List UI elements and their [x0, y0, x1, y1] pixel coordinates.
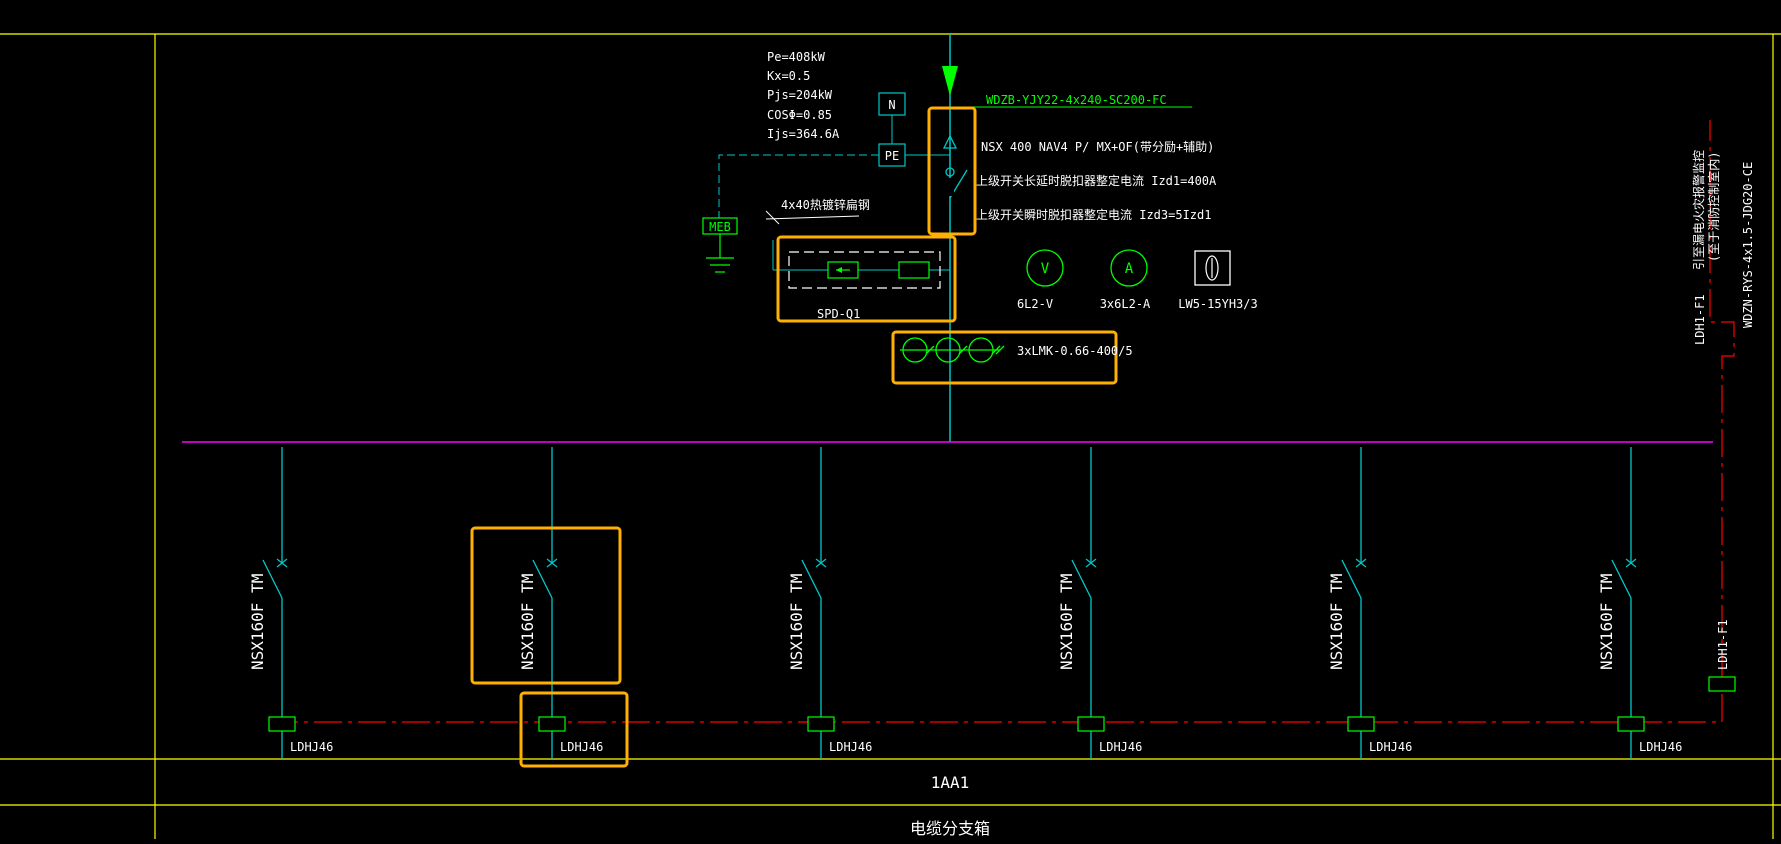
- ammeter-icon: [1110, 249, 1148, 287]
- panel-id: 1AA1: [931, 773, 970, 792]
- feeder-4-breaker-blade: [1071, 559, 1092, 599]
- main-breaker-highlight: [927, 106, 977, 236]
- spd-arrester-arrow: [836, 267, 842, 273]
- feeder-2-leakage-label: LDHJ46: [560, 740, 603, 754]
- monitor-device-label: LDH1-F1: [1693, 294, 1707, 345]
- ground-conductor-label: 4x40热镀锌扁钢: [781, 198, 870, 212]
- incoming-cable-label: WDZB-YJY22-4x240-SC200-FC: [986, 93, 1167, 107]
- feeder-1-breaker-label: NSX160F TM: [248, 574, 267, 670]
- monitor-module-icon: [1708, 676, 1736, 692]
- current-transformers: [900, 337, 1005, 363]
- load-parameters: Pe=408kW Kx=0.5 Pjs=204kW COSΦ=0.85 Ijs=…: [767, 50, 840, 141]
- param-cos: COSΦ=0.85: [767, 108, 832, 122]
- monitor-note-line2: (至于消防控制室内): [1706, 152, 1721, 262]
- voltmeter-icon: [1026, 249, 1064, 287]
- leakage-monitor-circuit: LDH1-F1 LDH1-F1 引至漏电火灾报警监控 (至于消防控制室内) WD…: [270, 120, 1755, 723]
- spd-label: SPD-Q1: [817, 307, 860, 321]
- feeder-3-leakage-ct-icon: [807, 716, 835, 732]
- feeder-6-breaker-blade: [1611, 559, 1632, 599]
- feeder-4-leakage-label: LDHJ46: [1099, 740, 1142, 754]
- param-kx: Kx=0.5: [767, 69, 810, 83]
- feeder-6-leakage-label: LDHJ46: [1639, 740, 1682, 754]
- feeder-2-cross-b: [546, 558, 558, 568]
- feeder-2-leakage-ct-icon: [538, 716, 566, 732]
- meter-voltmeter: V 6L2-V: [1017, 249, 1064, 311]
- ammeter-label: 3x6L2-A: [1100, 297, 1151, 311]
- feeder-5-cross-b: [1355, 558, 1367, 568]
- feeder-3-breaker-label: NSX160F TM: [787, 574, 806, 670]
- monitor-device-label-lower: LDH1-F1: [1716, 619, 1730, 670]
- drawing-frame: [0, 33, 1781, 839]
- feeder-1-leakage-ct-icon: [268, 716, 296, 732]
- feeder-3-breaker-blade: [801, 559, 822, 599]
- feeder-3-leakage-label: LDHJ46: [829, 740, 872, 754]
- feeder-5-breaker-blade: [1341, 559, 1362, 599]
- ct-label: 3xLMK-0.66-400/5: [1017, 344, 1133, 358]
- spd-highlight: [776, 235, 957, 323]
- feeder-4-leakage-ct-icon: [1077, 716, 1105, 732]
- pe-terminal-label: PE: [885, 149, 899, 163]
- feeder-1-leakage-label: LDHJ46: [290, 740, 333, 754]
- monitor-note-line1: 引至漏电火灾报警监控: [1691, 150, 1706, 270]
- meter-ammeter: A 3x6L2-A: [1100, 249, 1151, 311]
- feeder-1-cross-b: [276, 558, 288, 568]
- feeder-4-breaker-label: NSX160F TM: [1057, 574, 1076, 670]
- main-breaker-gap: [946, 178, 954, 196]
- feeder-2-breaker-blade: [532, 559, 553, 599]
- main-breaker-model: NSX 400 NAV4 P/ MX+OF(带分励+辅助): [981, 140, 1214, 154]
- ammeter-symbol: A: [1125, 261, 1134, 277]
- ground-icon: [706, 234, 734, 273]
- incoming-arrow-icon: [942, 66, 958, 96]
- feeder-5-leakage-ct-icon: [1347, 716, 1375, 732]
- feeder-2-breaker-label: NSX160F TM: [518, 574, 537, 670]
- selector-switch-label: LW5-15YH3/3: [1178, 297, 1257, 311]
- feeder-1-breaker-blade: [262, 559, 283, 599]
- param-ijs: Ijs=364.6A: [767, 127, 840, 141]
- feeder-5-breaker-label: NSX160F TM: [1327, 574, 1346, 670]
- ground-conductor-tick: [765, 210, 780, 225]
- main-breaker-setting-long: 上级开关长延时脱扣器整定电流 Izd1=400A: [976, 173, 1217, 188]
- incoming-feeder: WDZB-YJY22-4x240-SC200-FC Pe=408kW Kx=0.…: [702, 34, 1258, 442]
- monitor-cable-label: WDZN-RYS-4x1.5-JDG20-CE: [1741, 162, 1755, 328]
- feeder-5-leakage-label: LDHJ46: [1369, 740, 1412, 754]
- monitor-riser-line: [1709, 120, 1735, 677]
- meb-label: MEB: [709, 220, 731, 234]
- feeder-3-cross-b: [815, 558, 827, 568]
- panel-name: 电缆分支箱: [910, 819, 990, 838]
- selector-switch-icon: [1194, 250, 1231, 286]
- feeder-6-cross-b: [1625, 558, 1637, 568]
- param-pjs: Pjs=204kW: [767, 88, 833, 102]
- voltmeter-symbol: V: [1041, 261, 1050, 277]
- neutral-terminal-label: N: [888, 98, 895, 112]
- spd-fuse-icon: [898, 261, 930, 279]
- ct-highlight: [891, 330, 1118, 385]
- outgoing-feeders: NSX160F TM LDHJ46 NSX160F TM LDHJ46 NSX160F …: [248, 447, 1682, 768]
- feeder-2-leakage-highlight: [519, 691, 629, 768]
- spd-enclosure: [788, 251, 941, 289]
- voltmeter-label: 6L2-V: [1017, 297, 1053, 311]
- selector-switch-knob: [1205, 255, 1219, 281]
- ground-conductor-leader: [765, 215, 860, 220]
- feeder-4-cross-b: [1085, 558, 1097, 568]
- monitor-bus-line: [270, 688, 1723, 723]
- feeder-6-breaker-label: NSX160F TM: [1597, 574, 1616, 670]
- pe-to-meb-line: [718, 154, 879, 218]
- feeder-6-leakage-ct-icon: [1617, 716, 1645, 732]
- param-pe: Pe=408kW: [767, 50, 826, 64]
- meter-switch: LW5-15YH3/3: [1178, 250, 1258, 311]
- main-breaker-setting-short: 上级开关瞬时脱扣器整定电流 Izd3=5Izd1: [976, 207, 1211, 222]
- feeder-2-breaker-highlight: [470, 526, 622, 685]
